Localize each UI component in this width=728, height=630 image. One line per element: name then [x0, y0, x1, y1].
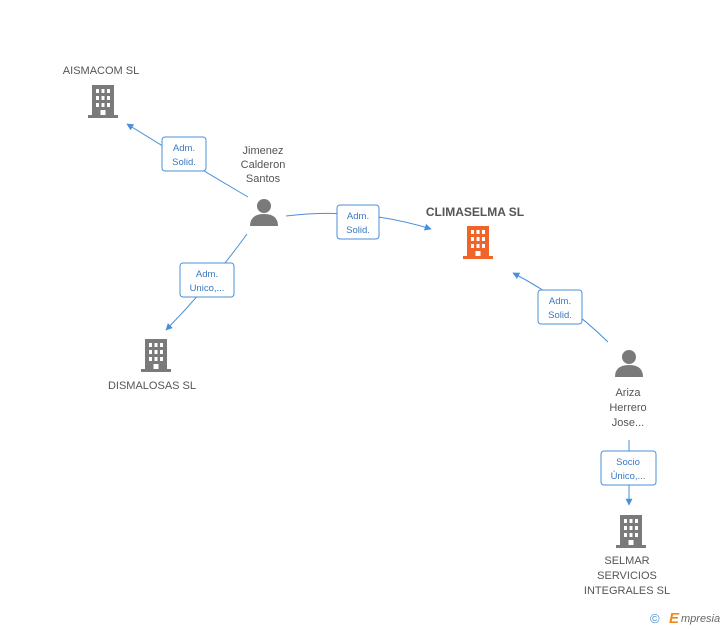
edge-label-jimenez-aismacom[interactable]: Adm. Solid. — [161, 136, 207, 172]
node-label: Ariza — [615, 387, 641, 399]
edge-label-line: Adm. — [173, 143, 195, 154]
node-label: Jose... — [612, 417, 644, 429]
edge-label-line: Solid. — [172, 157, 196, 168]
edge-label-line: Adm. — [347, 211, 369, 222]
building-icon — [616, 515, 646, 548]
brand-logo-initial: E — [669, 610, 680, 627]
node-label: DISMALOSAS SL — [108, 380, 196, 392]
edge-label-line: Solid. — [346, 225, 370, 236]
node-selmar[interactable]: SELMAR SERVICIOS INTEGRALES SL — [584, 515, 670, 597]
node-aismacom[interactable]: AISMACOM SL — [63, 65, 139, 118]
node-label: Jimenez — [243, 145, 284, 157]
building-icon — [463, 226, 493, 259]
edge-label-line: Único,... — [611, 471, 646, 482]
copyright-icon: © — [650, 611, 660, 626]
node-climaselma[interactable]: CLIMASELMA SL — [426, 205, 524, 259]
brand-logo-text: mpresia — [681, 613, 720, 625]
edge-label-line: Adm. — [196, 269, 218, 280]
node-label: Calderon — [241, 159, 286, 171]
node-label: CLIMASELMA SL — [426, 205, 524, 219]
node-label: Herrero — [609, 402, 646, 414]
edge-label-line: Solid. — [548, 310, 572, 321]
node-label: SELMAR — [604, 555, 649, 567]
node-jimenez[interactable]: Jimenez Calderon Santos — [241, 145, 286, 226]
person-icon — [250, 199, 278, 226]
edge-label-line: Unico,... — [190, 283, 225, 294]
edge-label-line: Socio — [616, 457, 640, 468]
brand-footer: © E mpresia — [650, 610, 720, 627]
node-label: INTEGRALES SL — [584, 585, 670, 597]
node-label: Santos — [246, 173, 281, 185]
edge-label-jimenez-dismalosas[interactable]: Adm. Unico,... — [179, 262, 235, 298]
person-icon — [615, 350, 643, 377]
node-ariza[interactable]: Ariza Herrero Jose... — [609, 350, 647, 429]
edge-label-ariza-climaselma[interactable]: Adm. Solid. — [537, 289, 583, 325]
edge-label-ariza-selmar[interactable]: Socio Único,... — [600, 450, 657, 486]
building-icon — [88, 85, 118, 118]
building-icon — [141, 339, 171, 372]
node-label: SERVICIOS — [597, 570, 657, 582]
node-label: AISMACOM SL — [63, 65, 139, 77]
edge-label-jimenez-climaselma[interactable]: Adm. Solid. — [336, 204, 380, 240]
node-dismalosas[interactable]: DISMALOSAS SL — [108, 339, 196, 392]
edge-label-line: Adm. — [549, 296, 571, 307]
